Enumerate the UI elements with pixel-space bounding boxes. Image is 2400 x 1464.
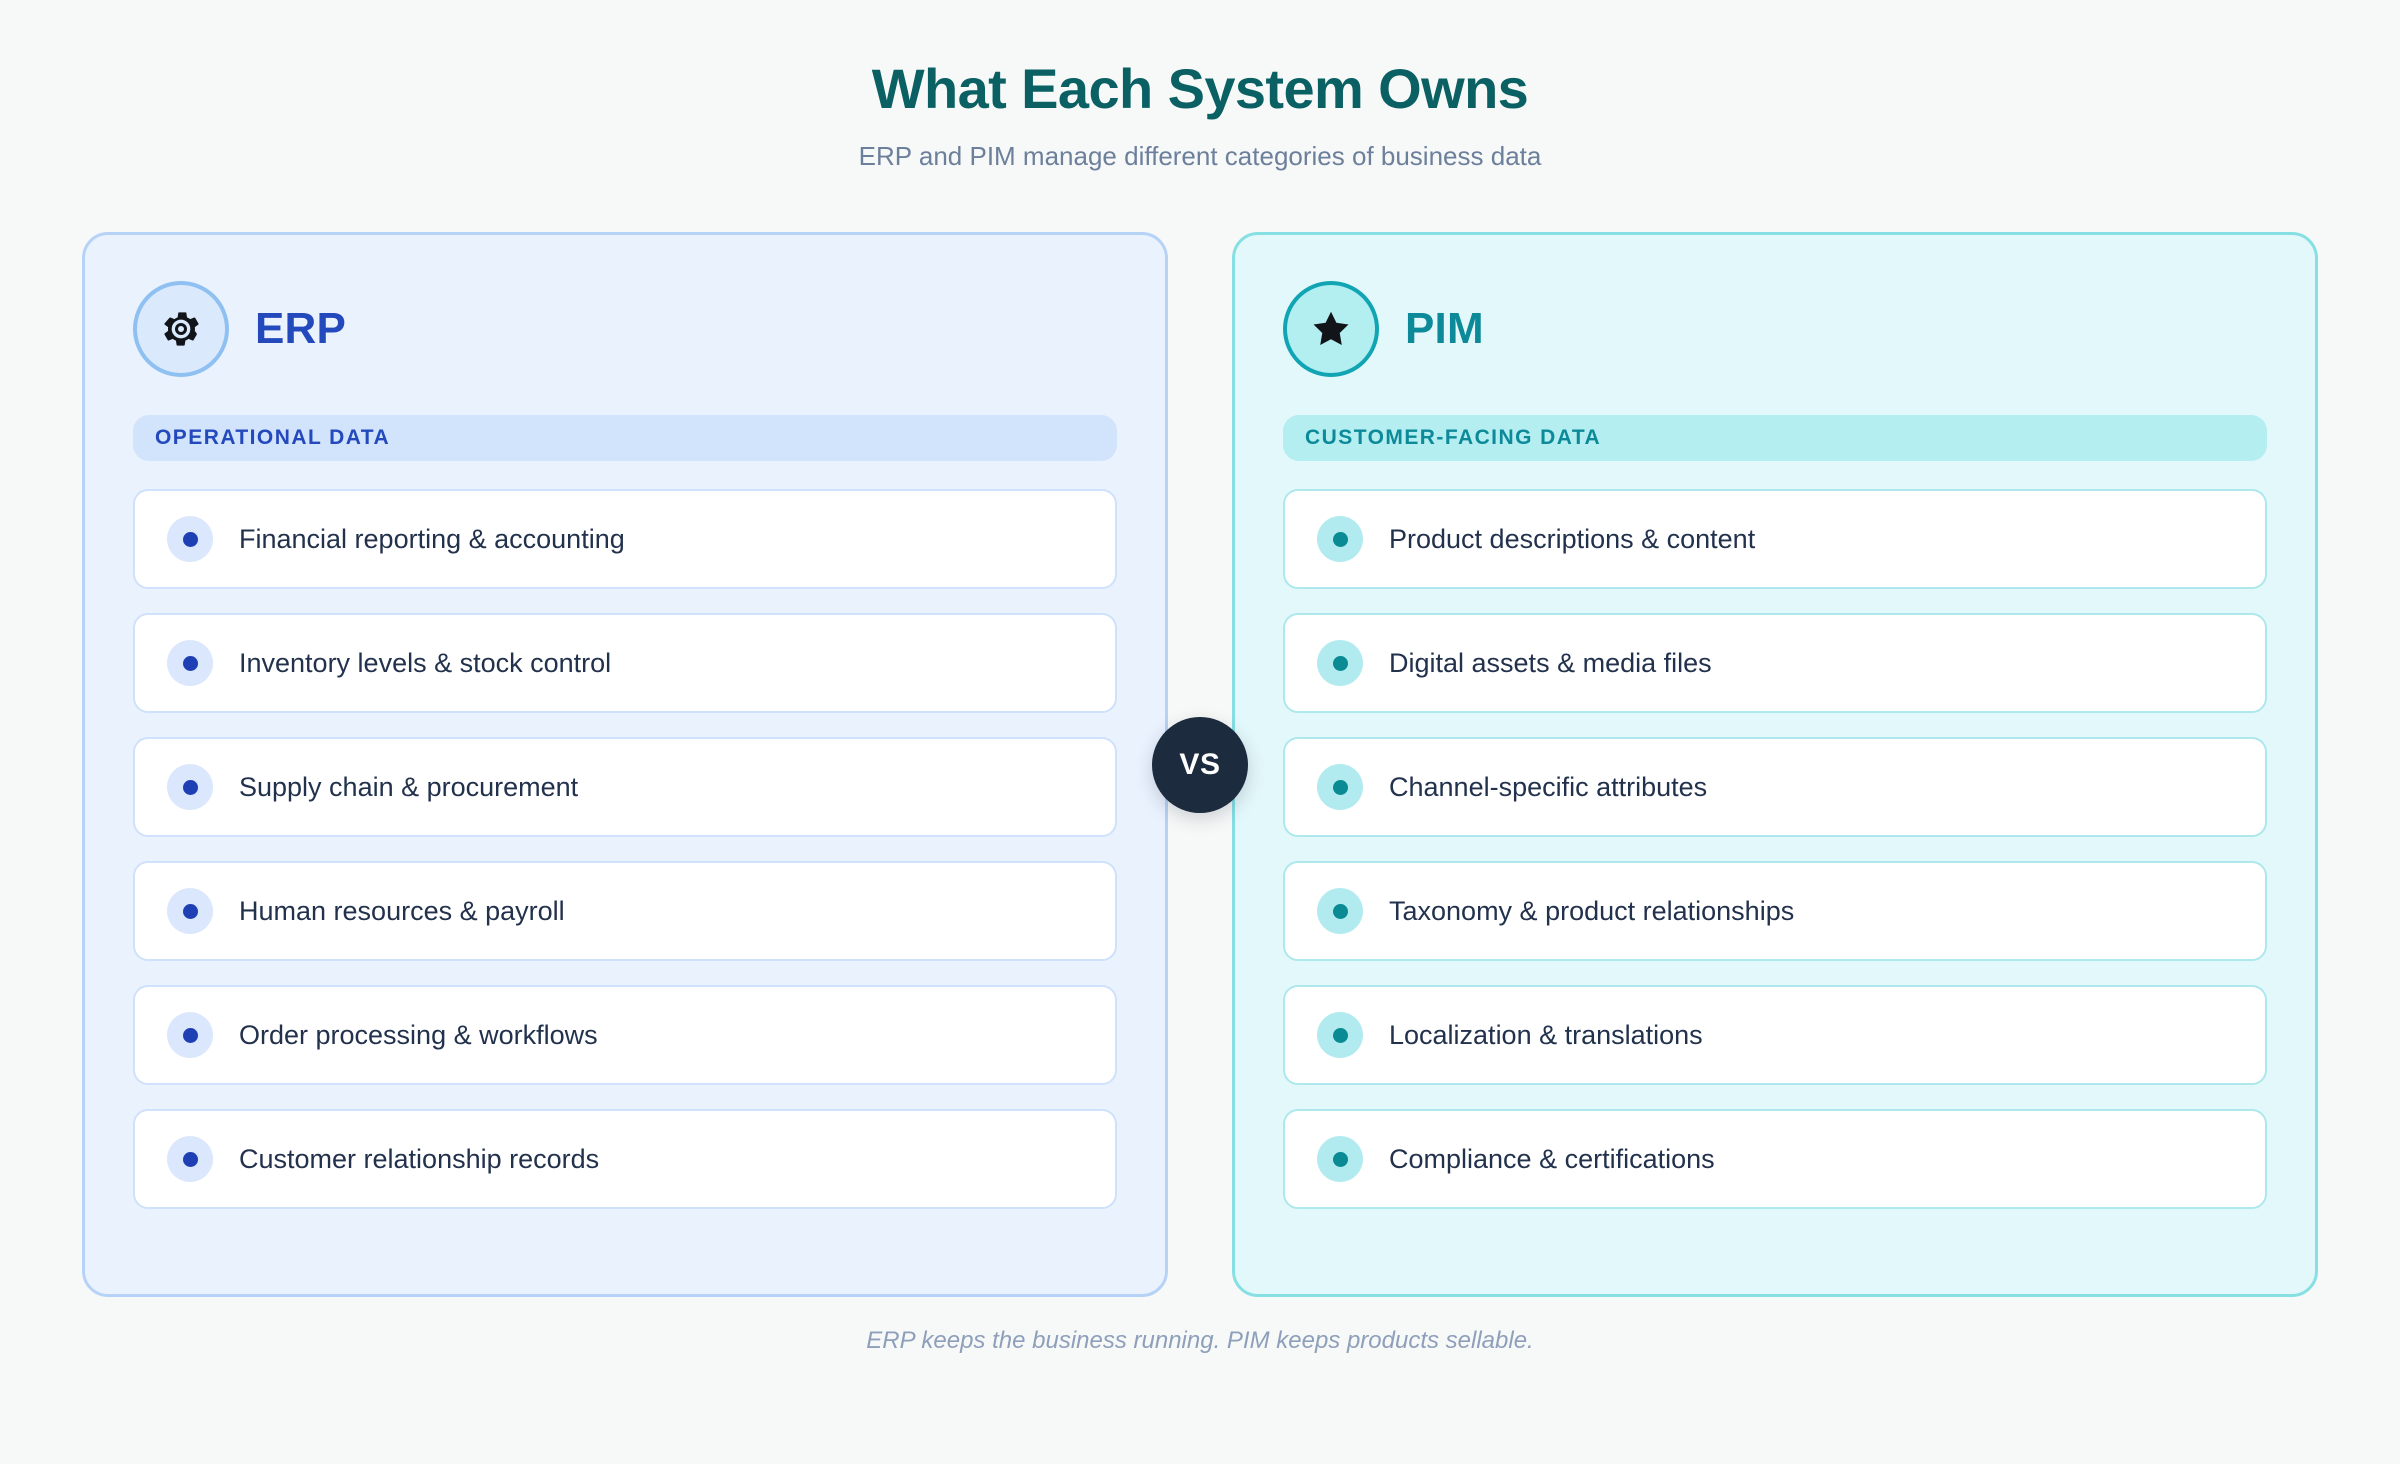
panel-erp-section-label: OPERATIONAL DATA	[155, 426, 391, 449]
list-item[interactable]: Inventory levels & stock control	[133, 613, 1117, 713]
bullet-dot-icon	[1317, 888, 1363, 934]
list-item[interactable]: Localization & translations	[1283, 985, 2267, 1085]
bullet-dot-icon	[167, 1136, 213, 1182]
bullet-dot-icon	[167, 516, 213, 562]
list-item-label: Product descriptions & content	[1389, 523, 1756, 554]
list-item[interactable]: Product descriptions & content	[1283, 489, 2267, 589]
gear-icon	[133, 281, 229, 377]
panel-pim-item-list: Product descriptions & content Digital a…	[1283, 489, 2267, 1209]
bullet-dot-icon	[1317, 640, 1363, 686]
bullet-dot-icon	[167, 1012, 213, 1058]
list-item[interactable]: Compliance & certifications	[1283, 1109, 2267, 1209]
panel-pim-section-label: CUSTOMER-FACING DATA	[1305, 426, 1602, 449]
bullet-dot-icon	[1317, 1012, 1363, 1058]
panel-pim-header: PIM	[1283, 281, 2267, 377]
list-item-label: Channel-specific attributes	[1389, 771, 1708, 802]
list-item-label: Human resources & payroll	[239, 895, 565, 926]
list-item-label: Order processing & workflows	[239, 1019, 598, 1050]
vs-badge: VS	[1152, 717, 1248, 813]
page-subtitle: ERP and PIM manage different categories …	[858, 140, 1542, 171]
list-item[interactable]: Human resources & payroll	[133, 861, 1117, 961]
list-item[interactable]: Channel-specific attributes	[1283, 737, 2267, 837]
list-item[interactable]: Supply chain & procurement	[133, 737, 1117, 837]
list-item-label: Inventory levels & stock control	[239, 647, 612, 678]
list-item-label: Digital assets & media files	[1389, 647, 1712, 678]
list-item[interactable]: Digital assets & media files	[1283, 613, 2267, 713]
page-header: What Each System Owns ERP and PIM manage…	[0, 0, 2400, 172]
bullet-dot-icon	[167, 888, 213, 934]
bullet-dot-icon	[1317, 516, 1363, 562]
list-item-label: Compliance & certifications	[1389, 1143, 1715, 1174]
list-item-label: Taxonomy & product relationships	[1389, 895, 1795, 926]
panel-erp-item-list: Financial reporting & accounting Invento…	[133, 489, 1117, 1209]
bullet-dot-icon	[1317, 1136, 1363, 1182]
list-item-label: Supply chain & procurement	[239, 771, 579, 802]
panel-pim-section-band: CUSTOMER-FACING DATA	[1283, 415, 2267, 461]
list-item[interactable]: Customer relationship records	[133, 1109, 1117, 1209]
list-item-label: Financial reporting & accounting	[239, 523, 625, 554]
list-item[interactable]: Order processing & workflows	[133, 985, 1117, 1085]
star-icon	[1283, 281, 1379, 377]
panel-erp: ERP OPERATIONAL DATA Financial reporting…	[82, 232, 1168, 1297]
list-item-label: Customer relationship records	[239, 1143, 600, 1174]
bullet-dot-icon	[1317, 764, 1363, 810]
bullet-dot-icon	[167, 764, 213, 810]
bullet-dot-icon	[167, 640, 213, 686]
panel-erp-header: ERP	[133, 281, 1117, 377]
list-item[interactable]: Financial reporting & accounting	[133, 489, 1117, 589]
list-item[interactable]: Taxonomy & product relationships	[1283, 861, 2267, 961]
panel-erp-section-band: OPERATIONAL DATA	[133, 415, 1117, 461]
panel-erp-title: ERP	[255, 304, 347, 353]
panel-pim: PIM CUSTOMER-FACING DATA Product descrip…	[1232, 232, 2318, 1297]
list-item-label: Localization & translations	[1389, 1019, 1703, 1050]
page-title: What Each System Owns	[871, 57, 1529, 120]
panel-pim-title: PIM	[1405, 304, 1484, 353]
footer-note: ERP keeps the business running. PIM keep…	[866, 1327, 1534, 1354]
comparison-columns: ERP OPERATIONAL DATA Financial reporting…	[82, 232, 2318, 1297]
